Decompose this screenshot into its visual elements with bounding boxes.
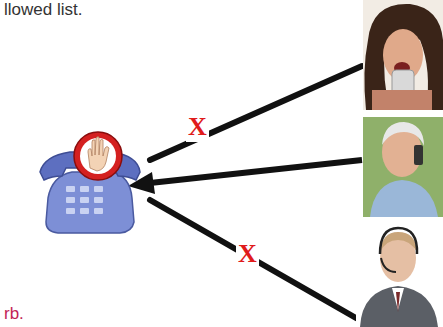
blocked-line [150, 200, 356, 318]
block-mark: X [186, 113, 209, 142]
phone-icon [40, 132, 140, 233]
block-mark: X [236, 240, 259, 269]
cropped-note: rb. [2, 305, 26, 324]
allowed-line [150, 160, 362, 183]
headset-man-photo [356, 224, 440, 327]
cropped-note: llowed list. [2, 1, 84, 20]
blocked-line [150, 66, 362, 160]
woman-photo [363, 0, 443, 110]
man-photo [363, 117, 443, 217]
